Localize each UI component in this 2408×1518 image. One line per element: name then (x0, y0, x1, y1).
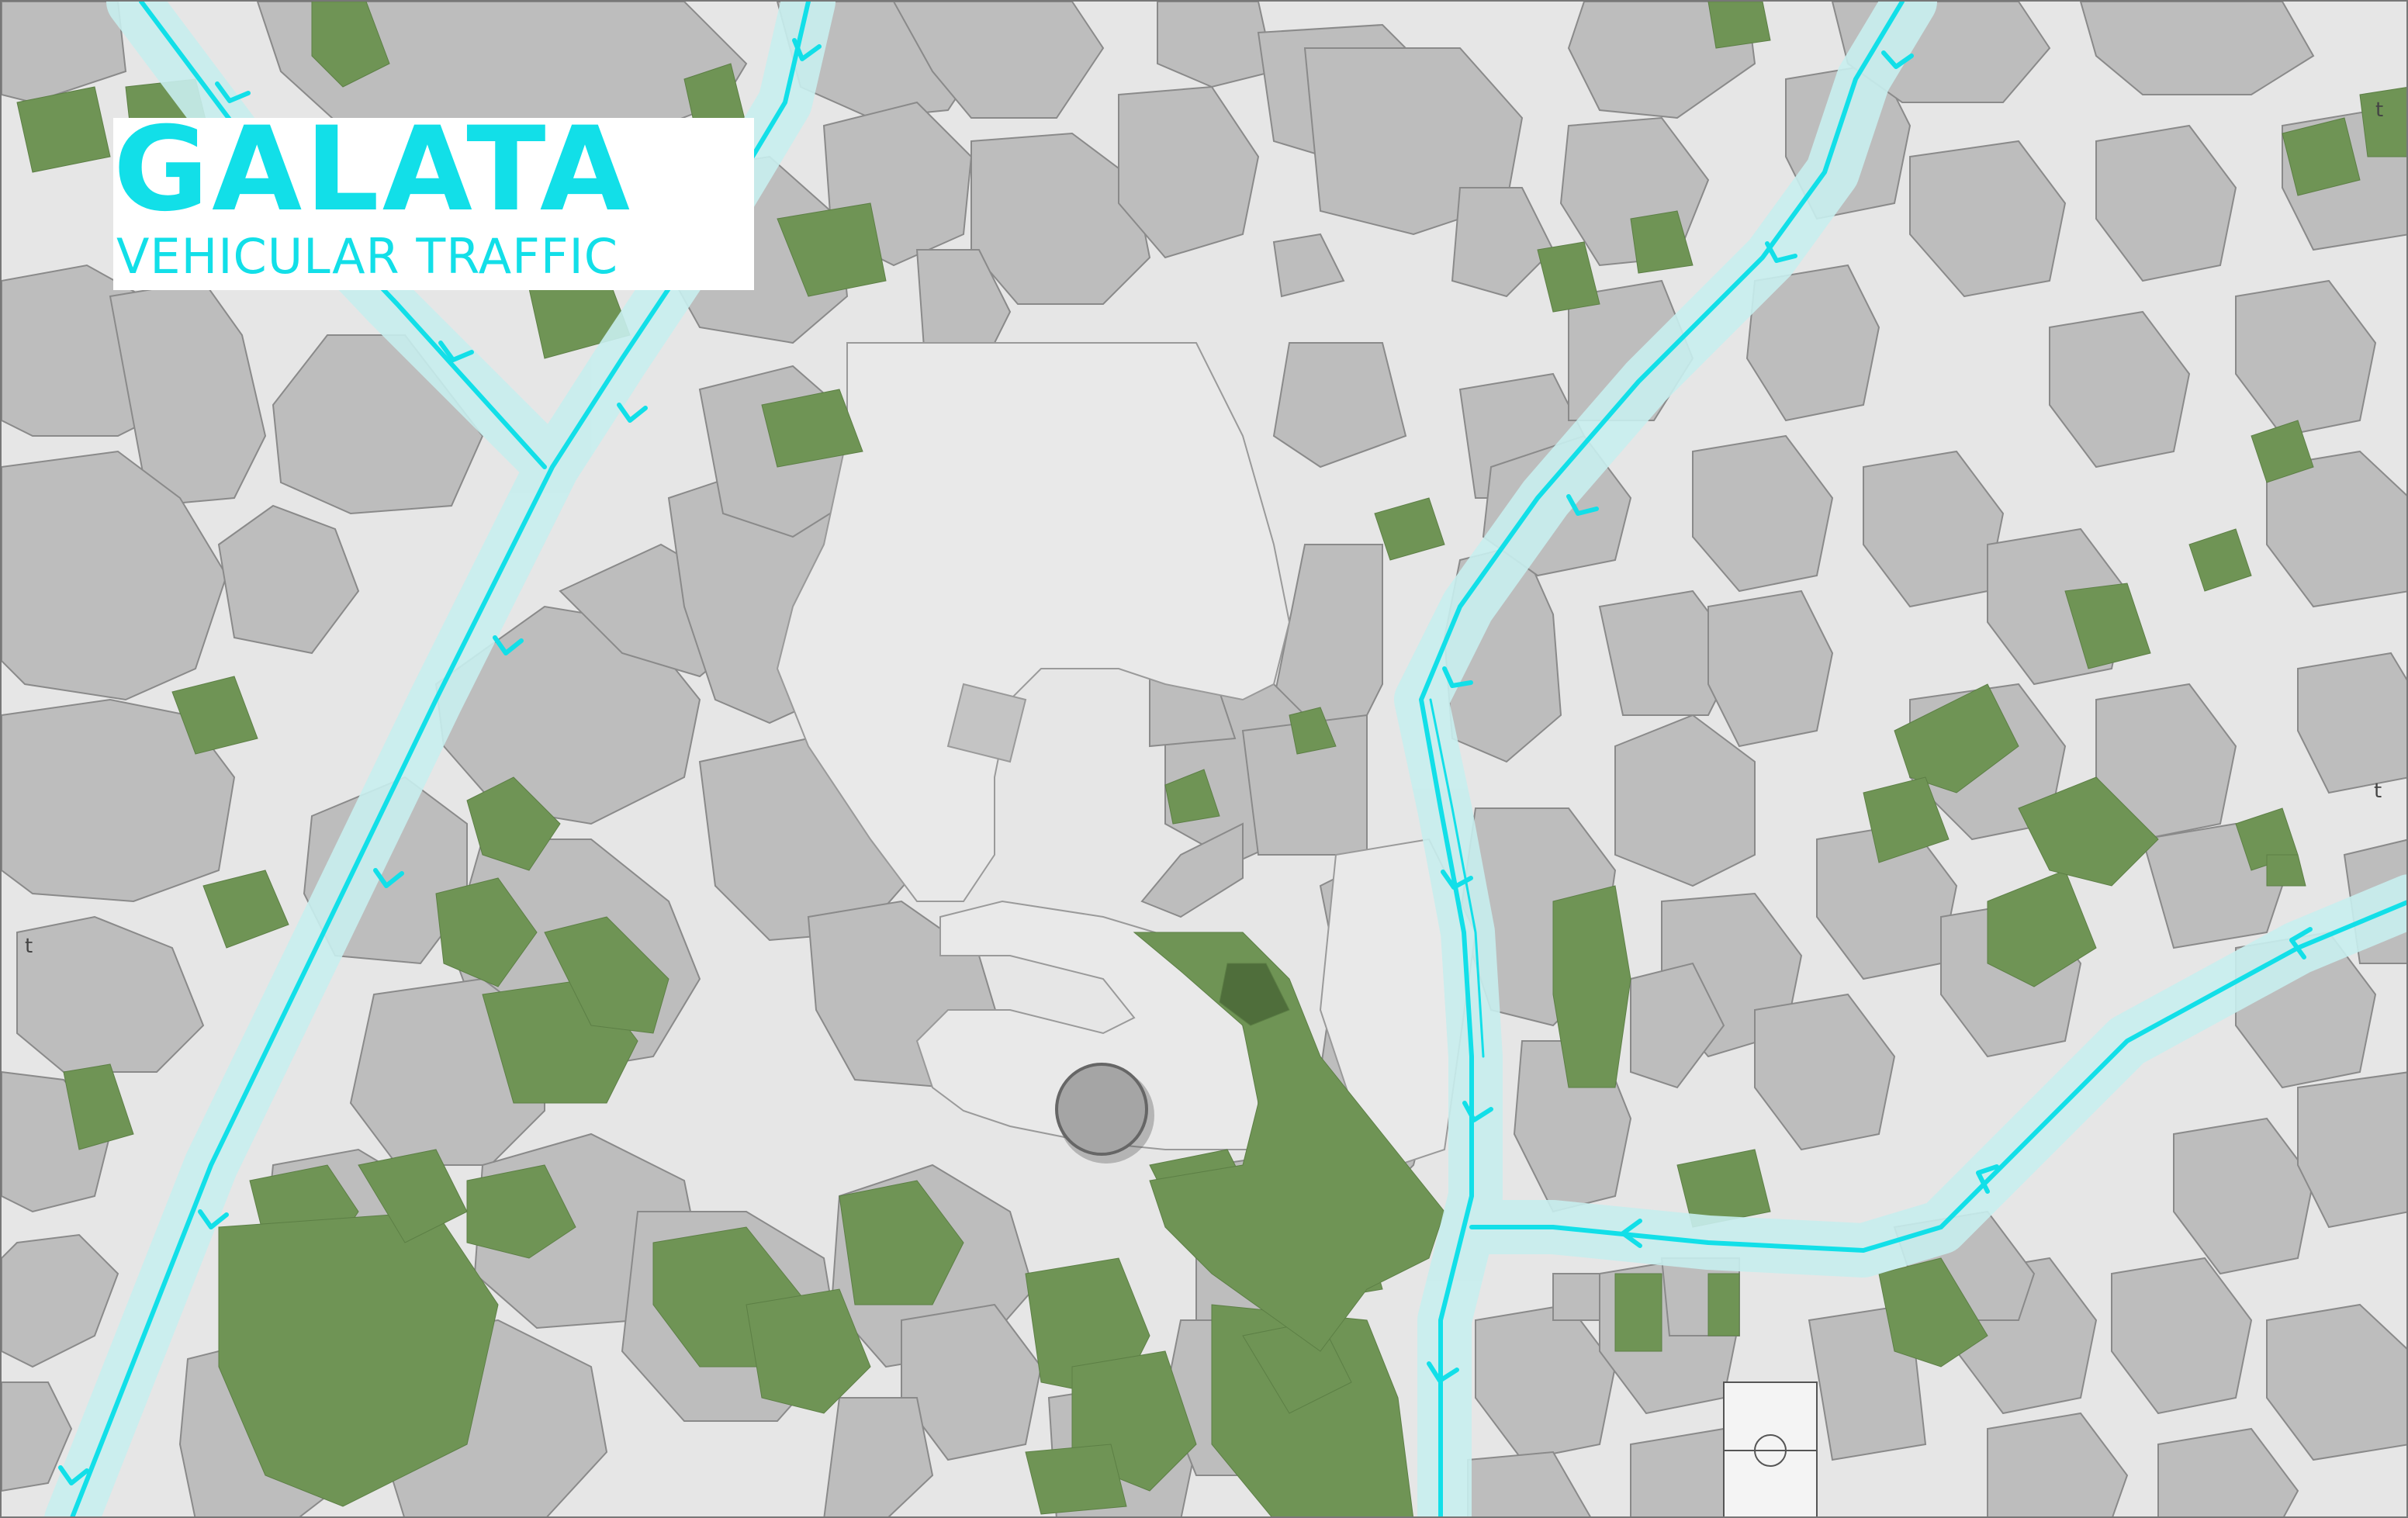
traffic-direction-arrow-icon (438, 341, 474, 362)
feature-label: t (25, 935, 33, 958)
traffic-direction-arrow-icon (1621, 1219, 1642, 1248)
traffic-direction-arrow-icon (1765, 241, 1797, 263)
traffic-routes (70, 2, 2406, 1516)
traffic-direction-arrow-icon (792, 38, 822, 61)
traffic-direction-arrow-icon (1462, 1101, 1493, 1122)
traffic-direction-arrow-icon (2289, 927, 2313, 960)
sports-court (1723, 1381, 1818, 1516)
feature-label: t (2375, 99, 2383, 122)
traffic-direction-arrow-icon (1976, 1164, 1999, 1194)
map-title: GALATA (113, 102, 633, 237)
galata-tower-icon (1055, 1063, 1154, 1164)
traffic-direction-arrow-icon (58, 1465, 89, 1485)
traffic-direction-arrow-icon (373, 868, 404, 888)
traffic-direction-arrow-icon (1441, 870, 1473, 890)
traffic-direction-arrow-icon (1427, 1361, 1459, 1383)
title-box: GALATA VEHICULAR TRAFFIC (113, 104, 754, 290)
traffic-direction-arrow-icon (493, 635, 524, 655)
traffic-direction-arrow-icon (1442, 666, 1473, 688)
feature-label: t (2374, 780, 2382, 803)
green-spaces (16, 2, 2406, 1516)
map-subtitle: VEHICULAR TRAFFIC (116, 228, 619, 285)
traffic-direction-arrow-icon (1881, 50, 1914, 69)
traffic-direction-arrow-icon (1566, 494, 1599, 516)
traffic-direction-arrow-icon (617, 403, 648, 423)
traffic-direction-arrow-icon (198, 1209, 229, 1229)
traffic-direction-arrow-icon (215, 81, 251, 103)
traffic-direction-arrow-icons (58, 38, 2313, 1485)
